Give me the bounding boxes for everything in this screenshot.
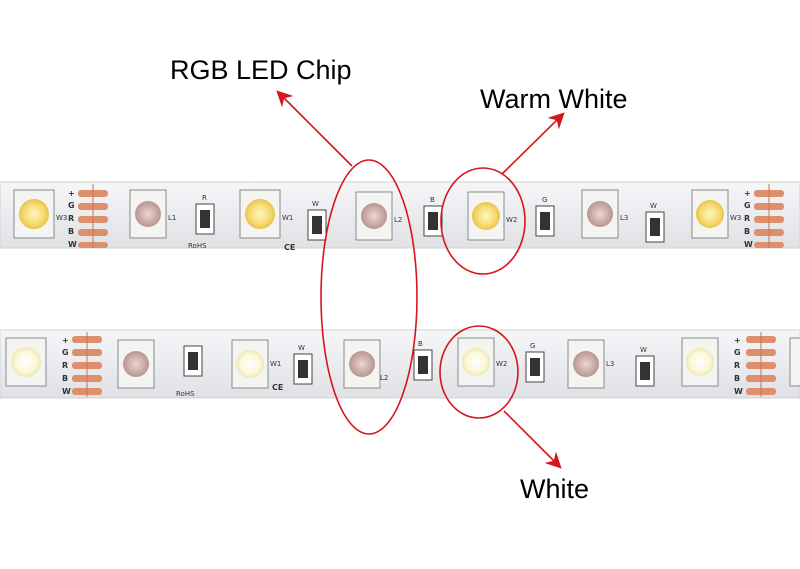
svg-text:R: R	[744, 214, 750, 223]
svg-text:B: B	[418, 340, 423, 348]
svg-text:R: R	[202, 194, 207, 202]
resistor-bottom-2: W	[293, 344, 313, 385]
svg-text:W2: W2	[496, 360, 507, 368]
svg-text:+: +	[744, 189, 751, 198]
svg-text:B: B	[734, 374, 740, 383]
svg-text:L1: L1	[168, 214, 176, 222]
svg-text:W: W	[68, 240, 77, 249]
pad-labels-bottom-left: + G R B W	[62, 336, 71, 396]
svg-text:L2: L2	[394, 216, 402, 224]
svg-text:B: B	[68, 227, 74, 236]
svg-text:L3: L3	[620, 214, 628, 222]
svg-text:G: G	[68, 201, 75, 210]
svg-text:+: +	[734, 336, 741, 345]
led-chip-warm-top-1: W3	[13, 189, 67, 239]
svg-text:W: W	[312, 200, 319, 208]
annotation-warm-white	[440, 112, 565, 275]
svg-text:W: W	[734, 387, 743, 396]
svg-text:W3: W3	[56, 214, 67, 222]
warm-white-arrow	[501, 112, 565, 175]
led-chip-cool-bottom-3: W2	[457, 337, 507, 387]
led-chip-rgb-bottom-2: L2	[343, 339, 388, 389]
resistor-bottom-1	[183, 345, 203, 377]
white-arrow	[503, 410, 562, 469]
led-chip-cool-bottom-1	[5, 337, 47, 387]
annotation-rgb-chip	[276, 90, 418, 435]
led-chip-cool-bottom-2: W1	[231, 339, 281, 389]
svg-text:G: G	[62, 348, 69, 357]
svg-text:G: G	[530, 342, 535, 350]
led-chip-rgb-bottom-1	[117, 339, 155, 389]
svg-text:W3: W3	[730, 214, 741, 222]
svg-text:W: W	[650, 202, 657, 210]
svg-text:L3: L3	[606, 360, 614, 368]
warm-white-label: Warm White	[480, 84, 628, 114]
led-chip-rgb-top-2: L2	[355, 191, 402, 241]
svg-text:+: +	[68, 189, 75, 198]
svg-text:G: G	[734, 348, 741, 357]
white-label: White	[520, 474, 590, 504]
svg-text:R: R	[734, 361, 740, 370]
rgb-chip-ellipse	[320, 159, 418, 435]
svg-text:R: R	[62, 361, 68, 370]
led-chip-warm-top-3: W2	[467, 191, 517, 241]
svg-text:+: +	[62, 336, 69, 345]
resistor-bottom-5: W	[635, 346, 655, 387]
svg-text:B: B	[744, 227, 750, 236]
resistor-top-2: W	[307, 200, 327, 241]
svg-text:CE: CE	[284, 243, 295, 252]
svg-text:G: G	[542, 196, 547, 204]
svg-text:R: R	[68, 214, 74, 223]
led-chip-rgb-bottom-3: L3	[567, 339, 614, 389]
svg-text:W: W	[62, 387, 71, 396]
led-strip-bottom: + G R B W + G R B W W1 L2	[0, 329, 800, 399]
certification-marks-top: RoHS CE	[188, 242, 295, 252]
pad-labels-bottom-right: + G R B W	[734, 336, 743, 396]
led-chip-partial-bottom	[789, 337, 800, 387]
svg-text:B: B	[430, 196, 435, 204]
svg-text:W: W	[744, 240, 753, 249]
svg-text:W1: W1	[282, 214, 293, 222]
resistor-top-3: B	[423, 196, 443, 237]
resistor-top-4: G	[535, 196, 555, 237]
svg-text:W: W	[298, 344, 305, 352]
annotation-white	[439, 325, 562, 469]
svg-text:W1: W1	[270, 360, 281, 368]
white-ellipse	[439, 325, 519, 419]
svg-text:B: B	[62, 374, 68, 383]
svg-text:CE: CE	[272, 383, 283, 392]
resistor-top-5: W	[645, 202, 665, 243]
resistor-bottom-3: B	[413, 340, 433, 381]
rgb-led-chip-label: RGB LED Chip	[170, 55, 352, 85]
led-chip-rgb-top-3: L3	[581, 189, 628, 239]
pad-labels-top-right: + G R B W	[744, 189, 753, 249]
led-chip-rgb-top-1: L1	[129, 189, 176, 239]
svg-text:G: G	[744, 201, 751, 210]
led-chip-warm-top-2: W1	[239, 189, 293, 239]
svg-text:W: W	[640, 346, 647, 354]
led-chip-cool-bottom-4	[681, 337, 719, 387]
svg-text:RoHS: RoHS	[176, 390, 195, 398]
pad-labels-top-left: + G R B W	[68, 189, 77, 249]
resistor-bottom-4: G	[525, 342, 545, 383]
svg-text:W2: W2	[506, 216, 517, 224]
rgb-chip-arrow	[276, 90, 353, 167]
led-chip-warm-top-4: W3	[691, 189, 741, 239]
certification-marks-bottom: RoHS CE	[176, 383, 283, 398]
svg-text:L2: L2	[380, 374, 388, 382]
resistor-top-1: R	[195, 194, 215, 235]
svg-text:RoHS: RoHS	[188, 242, 207, 250]
warm-white-ellipse	[440, 167, 526, 275]
